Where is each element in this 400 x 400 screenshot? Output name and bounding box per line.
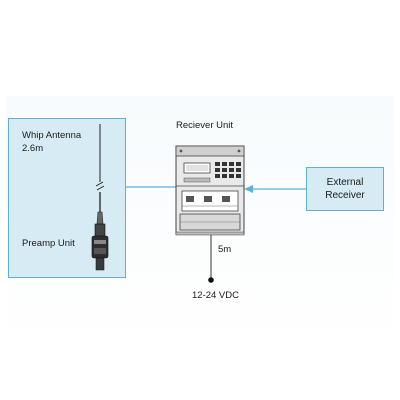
- preamp-unit-icon: [91, 223, 109, 271]
- external-receiver-line2: Receiver: [325, 190, 365, 201]
- arrow-head-icon: [244, 185, 253, 193]
- antenna-label-line2: 2.6m: [22, 143, 44, 154]
- receiver-unit-icon: [175, 145, 245, 236]
- power-terminal-icon: [208, 277, 214, 283]
- external-receiver-line1: External: [326, 177, 364, 188]
- antenna-label-line1: Whip Antenna: [22, 130, 82, 141]
- power-label: 12-24 VDC: [192, 290, 239, 301]
- preamp-label: Preamp Unit: [22, 238, 75, 249]
- receiver-title: Reciever Unit: [176, 120, 234, 131]
- whip-antenna-icon: [95, 124, 105, 225]
- cable-length-label: 5m: [218, 244, 232, 255]
- external-receiver-box: External Receiver: [306, 167, 384, 211]
